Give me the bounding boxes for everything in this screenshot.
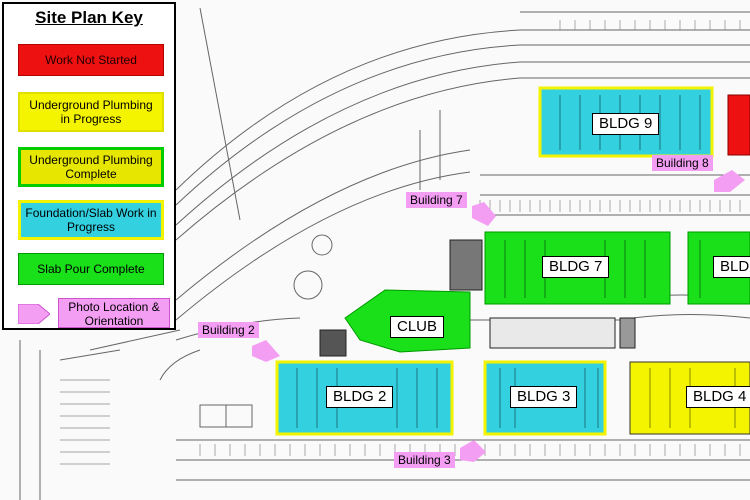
photo-arrow-building3 [460,440,486,462]
photo-arrow-icon [18,304,50,324]
callout-building7: Building 7 [406,192,467,208]
legend-title: Site Plan Key [35,8,143,27]
label-bldg7: BLDG 7 [542,256,610,278]
label-bldg2: BLDG 2 [326,386,394,408]
label-bldg3: BLDG 3 [510,386,578,408]
legend-photo-location: Photo Location & Orientation [18,298,170,330]
building-not-started [727,94,750,156]
legend-photo-label: Photo Location & Orientation [58,298,170,328]
label-bldg4: BLDG 4 [686,386,750,408]
site-plan-key: Site Plan Key Work Not Started Undergrou… [2,2,176,330]
callout-building8: Building 8 [652,155,713,171]
legend-slab-pour-complete: Slab Pour Complete [18,253,164,285]
legend-work-not-started: Work Not Started [18,44,164,76]
photo-arrow-building7 [472,202,496,226]
label-bldg9: BLDG 9 [592,113,660,135]
photo-arrow-building8 [714,170,745,192]
callout-building2: Building 2 [198,322,259,338]
legend-underground-plumbing-in-progress: Underground Plumbing in Progress [18,92,164,132]
legend-foundation-slab-work-in-progress: Foundation/Slab Work in Progress [18,200,164,240]
photo-arrow-building2 [252,340,280,362]
legend-underground-plumbing-complete: Underground Plumbing Complete [18,147,164,187]
callout-building3: Building 3 [394,452,455,468]
label-club: CLUB [390,316,445,338]
label-bldg8: BLD [713,256,750,278]
